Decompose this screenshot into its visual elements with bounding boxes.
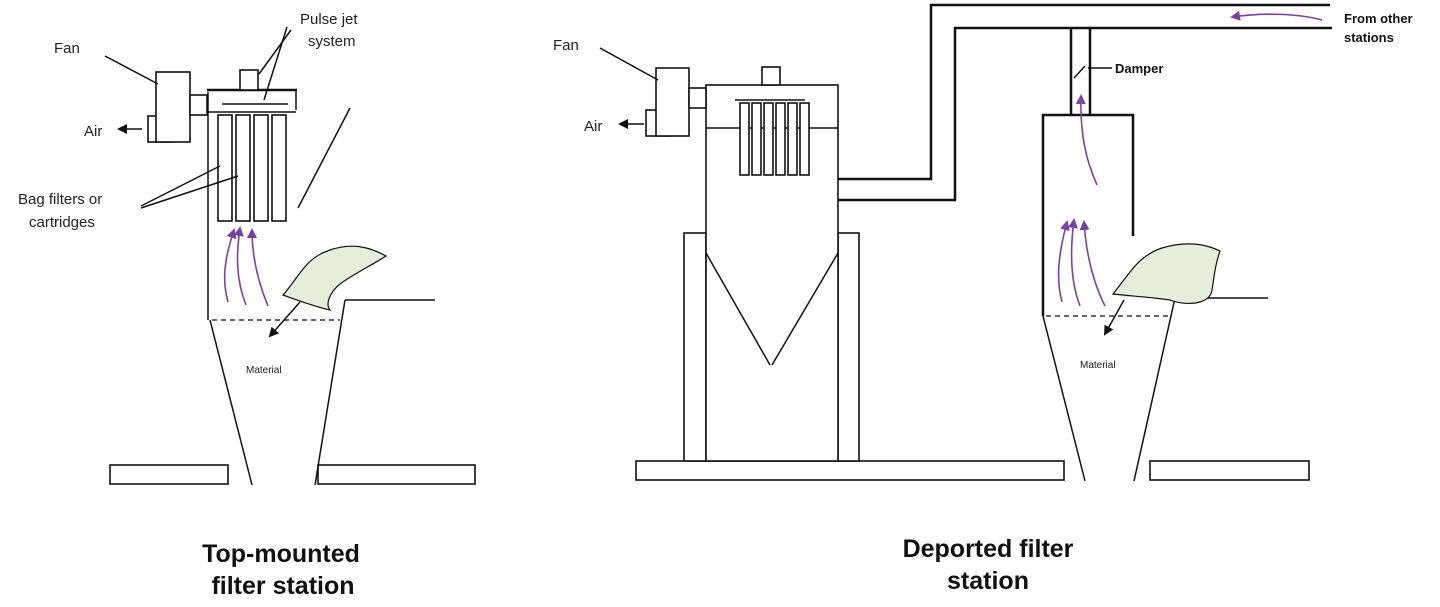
right-air-label: Air <box>584 118 602 135</box>
right-bag-filters <box>739 102 810 176</box>
right-base-plate-small <box>1149 460 1310 481</box>
left-base-plate-left <box>109 464 229 485</box>
left-airflow-arrows <box>223 226 269 307</box>
right-hopper <box>1041 113 1268 482</box>
left-fan-label: Fan <box>54 40 80 57</box>
damper-icon <box>1073 65 1086 79</box>
right-material-arrow <box>1104 299 1125 336</box>
damper-label: Damper <box>1115 61 1163 76</box>
right-material-bag <box>1111 243 1221 305</box>
deported-station: Fan Air Damper From other stations Mater… <box>553 3 1413 595</box>
right-fan-label: Fan <box>553 37 579 54</box>
left-bag-filters-label-1: Bag filters or <box>18 191 102 208</box>
left-material-label: Material <box>246 365 282 376</box>
left-fan <box>147 71 208 143</box>
left-hopper <box>207 92 435 486</box>
left-pulse-jet-valve <box>239 69 259 91</box>
right-airflow-arrows <box>1057 10 1323 307</box>
left-material-arrow <box>268 301 301 338</box>
top-mounted-station: Fan Air Pulse jet system Bag filters or … <box>18 11 476 600</box>
right-pulse-jet-valve <box>761 66 781 86</box>
left-title-line-2: filter station <box>211 572 354 600</box>
left-bag-leader-1 <box>140 165 221 207</box>
right-fan-leader <box>599 47 659 81</box>
left-filter-housing <box>207 88 297 113</box>
right-ducting <box>838 3 1332 202</box>
left-bag-filters <box>217 114 287 222</box>
left-material-bag <box>281 245 388 311</box>
left-pulse-leader-2 <box>258 29 292 75</box>
left-side-door-line <box>297 107 351 209</box>
right-fan <box>645 67 707 137</box>
left-base-plate-right <box>317 464 476 485</box>
right-base-plate-long <box>635 460 1065 481</box>
right-title-line-2: station <box>947 567 1029 595</box>
left-bag-filters-label-2: cartridges <box>29 214 95 231</box>
right-title-line-1: Deported filter <box>903 535 1074 563</box>
left-bag-leader-2 <box>140 175 239 209</box>
left-title-line-1: Top-mounted <box>202 540 360 568</box>
right-support-leg-left <box>683 232 707 462</box>
left-pulse-jet-label-2: system <box>308 33 356 50</box>
left-pulse-leader-1 <box>263 26 288 101</box>
right-material-label: Material <box>1080 360 1116 371</box>
right-support-leg-right <box>837 232 860 462</box>
from-other-stations-label-2: stations <box>1344 30 1394 45</box>
left-fan-leader <box>104 55 159 85</box>
left-pulse-jet-label-1: Pulse jet <box>300 11 358 28</box>
left-air-label: Air <box>84 123 102 140</box>
from-other-stations-label-1: From other <box>1344 11 1413 26</box>
